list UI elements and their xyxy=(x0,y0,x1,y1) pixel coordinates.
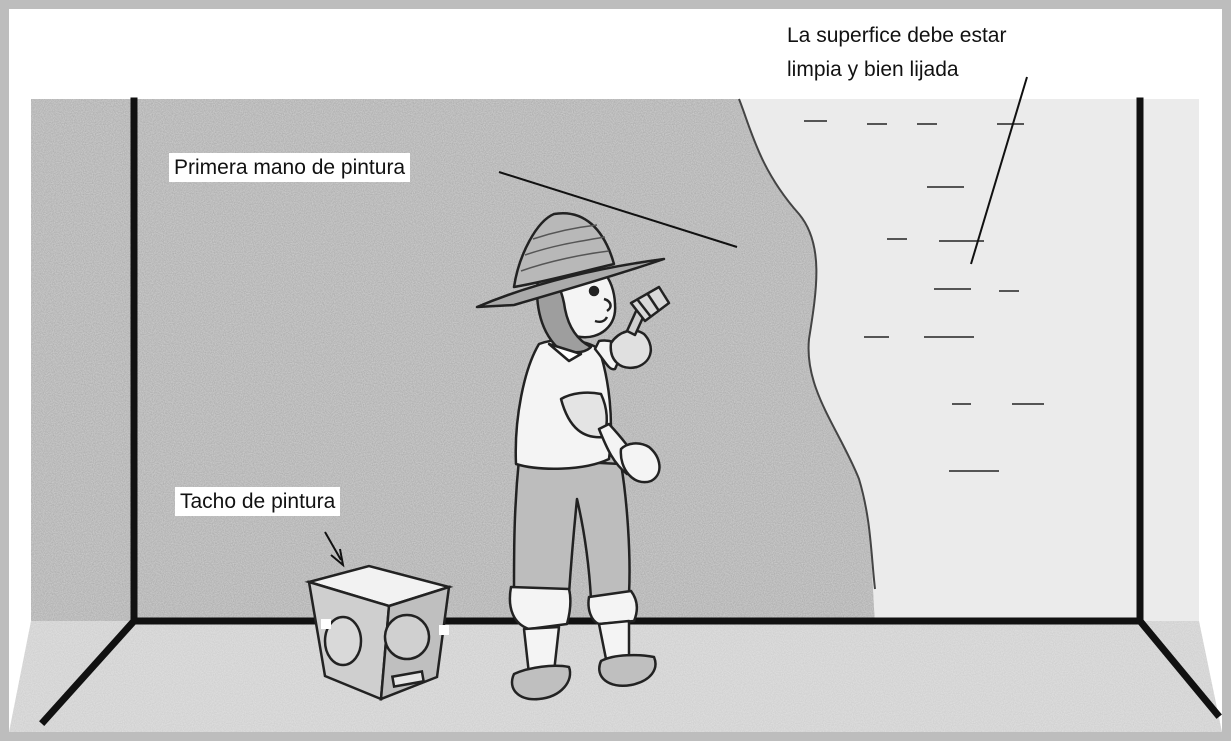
sanded-wall-area xyxy=(739,99,1199,621)
leader-line-superficie xyxy=(970,76,1028,265)
illustration-frame: La superfice debe estar limpia y bien li… xyxy=(9,9,1222,732)
arrow-head-tacho xyxy=(330,548,345,568)
label-tacho: Tacho de pintura xyxy=(175,487,341,516)
painter-figure xyxy=(475,211,671,701)
label-superficie-line1: La superfice debe estar xyxy=(787,24,1007,47)
leader-line-tacho xyxy=(324,531,342,561)
paint-boundary-line xyxy=(738,98,876,590)
scene-drawing xyxy=(9,76,1222,732)
label-primera-mano: Primera mano de pintura xyxy=(169,153,411,182)
paint-bucket xyxy=(304,564,454,701)
sanding-marks xyxy=(804,120,1044,472)
label-superficie-line2: limpia y bien lijada xyxy=(787,58,959,81)
leader-lines xyxy=(324,76,1028,568)
room-frame xyxy=(39,97,1222,726)
leader-line-primera-mano xyxy=(498,171,738,248)
